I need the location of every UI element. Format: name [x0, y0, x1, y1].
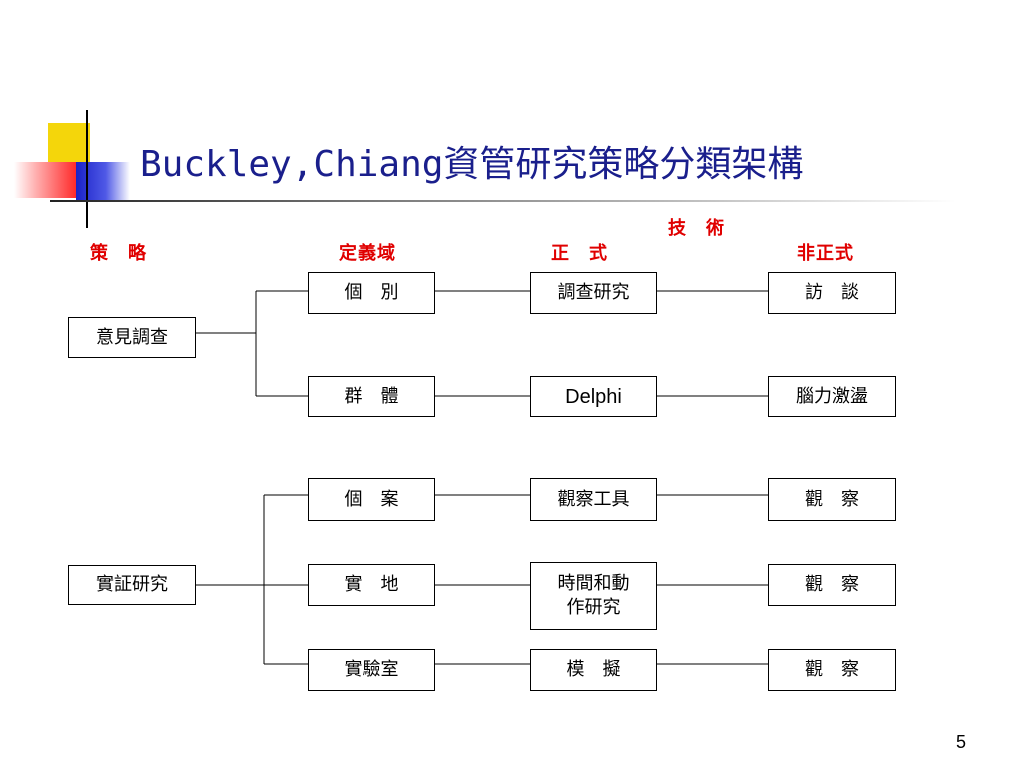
- logo-yellow-square: [48, 123, 90, 163]
- logo-blue-gradient-square: [76, 162, 130, 202]
- logo-vertical-line: [86, 110, 88, 228]
- title-underline: [50, 200, 956, 202]
- node-observe-case: 觀 察: [768, 478, 896, 521]
- node-simulation: 模 擬: [530, 649, 657, 691]
- node-interview: 訪 談: [768, 272, 896, 314]
- header-formal: 正 式: [551, 243, 608, 264]
- node-observation-tool: 觀察工具: [530, 478, 657, 521]
- header-domain: 定義域: [339, 243, 396, 264]
- header-informal: 非正式: [797, 243, 854, 264]
- node-survey-research: 調查研究: [530, 272, 657, 314]
- node-lab: 實驗室: [308, 649, 435, 691]
- node-observe-field: 觀 察: [768, 564, 896, 606]
- node-field: 實 地: [308, 564, 435, 606]
- node-observe-lab: 觀 察: [768, 649, 896, 691]
- logo-red-gradient-bar: [14, 162, 76, 198]
- node-brainstorm: 腦力激盪: [768, 376, 896, 417]
- slide-title: Buckley,Chiang資管研究策略分類架構: [140, 144, 804, 185]
- node-delphi: Delphi: [530, 376, 657, 417]
- node-time-motion-study: 時間和動 作研究: [530, 562, 657, 630]
- header-technique: 技 術: [668, 218, 725, 239]
- node-individual: 個 別: [308, 272, 435, 314]
- header-strategy: 策 略: [90, 243, 147, 264]
- node-group: 群 體: [308, 376, 435, 417]
- node-case: 個 案: [308, 478, 435, 521]
- node-survey: 意見調查: [68, 317, 196, 358]
- node-empirical: 實証研究: [68, 565, 196, 605]
- page-number: 5: [955, 732, 966, 752]
